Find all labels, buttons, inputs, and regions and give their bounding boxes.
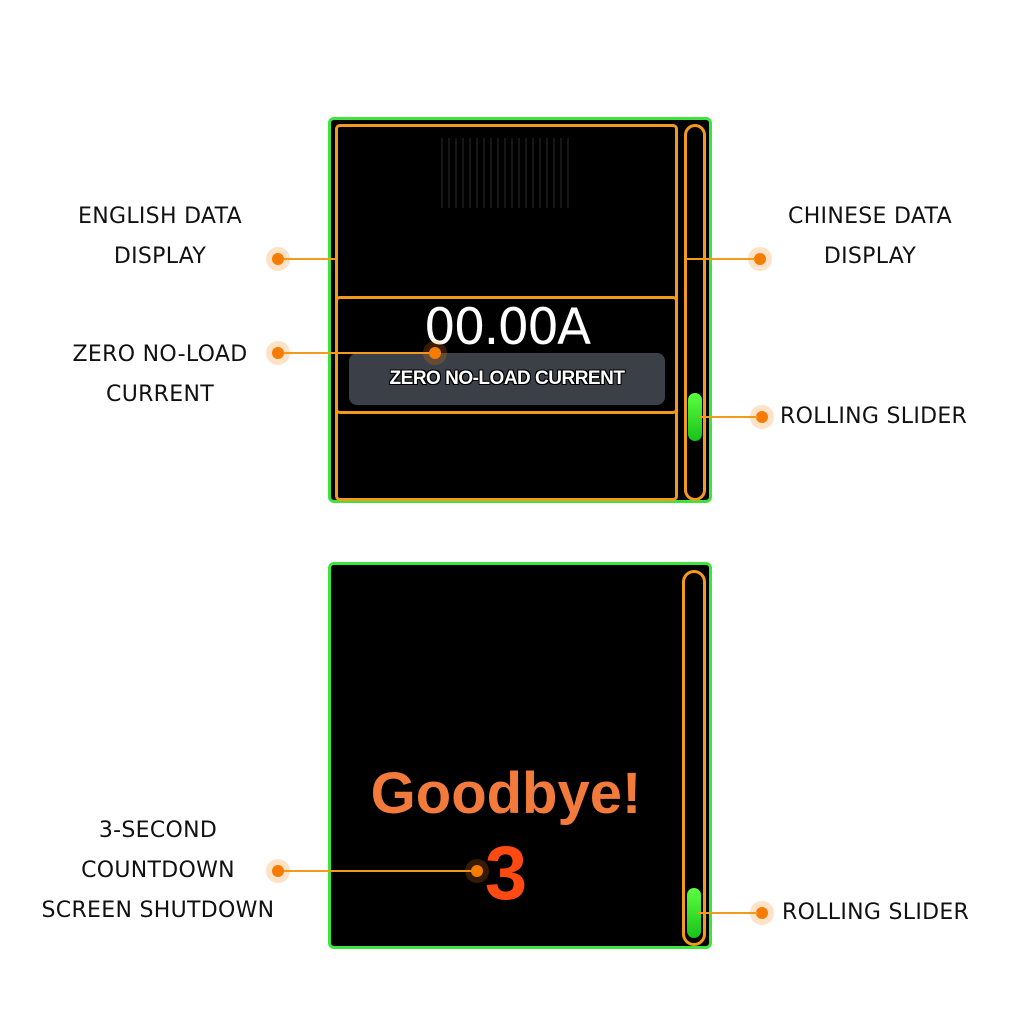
- device-screen-goodbye: Goodbye! 3: [328, 562, 712, 949]
- callout-dot: [754, 253, 766, 265]
- device-screen-current: 00.00A ZERO NO-LOAD CURRENT: [328, 117, 712, 503]
- callout-leader: [685, 258, 755, 260]
- annotation-chinese-data-display: CHINESE DATA DISPLAY: [788, 204, 952, 269]
- current-value-frame: [335, 296, 678, 414]
- current-value-readout: 00.00A: [423, 298, 591, 356]
- scroll-thumb[interactable]: [687, 888, 701, 938]
- callout-dot: [272, 347, 284, 359]
- callout-leader: [700, 416, 758, 418]
- tooltip-background: [349, 353, 665, 405]
- tooltip-label: ZERO NO-LOAD CURRENT: [389, 368, 625, 389]
- callout-dot: [756, 411, 768, 423]
- callout-leader: [284, 352, 432, 354]
- callout-leader: [284, 258, 338, 260]
- callout-leader: [284, 870, 474, 872]
- scroll-track[interactable]: [682, 570, 706, 946]
- annotation-rolling-slider-top: ROLLING SLIDER: [780, 404, 968, 429]
- faint-chinese-text-area: [441, 138, 571, 208]
- annotation-zero-no-load-current: ZERO NO-LOAD CURRENT: [72, 342, 248, 407]
- annotation-rolling-slider-bottom: ROLLING SLIDER: [782, 900, 970, 925]
- callout-leader: [698, 912, 758, 914]
- annotation-countdown-shutdown: 3-SECOND COUNTDOWN SCREEN SHUTDOWN: [41, 818, 275, 923]
- callout-dot: [272, 865, 284, 877]
- callout-dot: [272, 253, 284, 265]
- annotation-english-data-display: ENGLISH DATA DISPLAY: [78, 204, 242, 269]
- callout-dot: [756, 907, 768, 919]
- callout-dot: [429, 347, 441, 359]
- scroll-thumb[interactable]: [688, 393, 702, 441]
- scroll-track[interactable]: [684, 124, 706, 501]
- goodbye-message: Goodbye!: [370, 761, 642, 826]
- countdown-number: 3: [484, 831, 528, 916]
- callout-dot: [471, 865, 483, 877]
